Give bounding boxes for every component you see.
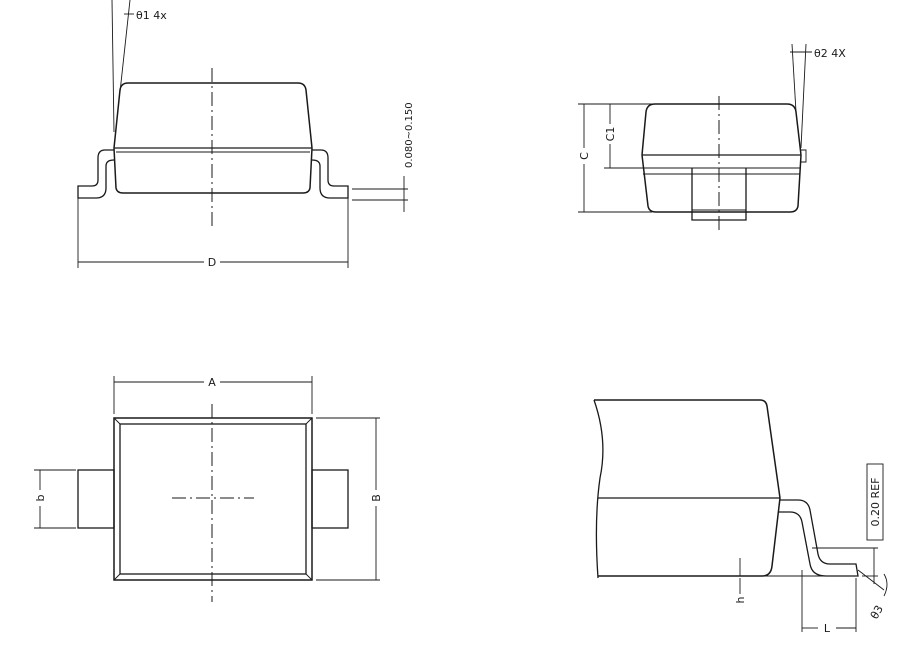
dimension-b-label: b <box>34 494 47 501</box>
dimension-D-label: D <box>208 256 216 269</box>
theta3-label: θ3 <box>868 603 886 621</box>
front-theta1-leader-a <box>111 0 115 133</box>
dimension-A-label: A <box>208 376 216 389</box>
top-view: A B b <box>34 376 383 602</box>
detail-theta3-leader <box>857 569 885 591</box>
top-right-lead <box>311 469 349 529</box>
side-body-top <box>641 103 802 156</box>
side-theta2-leader-b <box>800 43 807 149</box>
theta2-label: θ2 4X <box>814 47 846 60</box>
detail-lead <box>778 499 859 577</box>
detail-theta3-arc <box>883 573 888 597</box>
front-view: θ1 4x D 0.080~0.150 <box>77 0 415 269</box>
lead-thickness-label: 0.080~0.150 <box>404 102 415 168</box>
front-body-top <box>113 82 313 149</box>
side-right-step <box>801 149 807 163</box>
detail-view: 0.20 REF h L θ3 <box>593 399 888 635</box>
theta1-label: θ1 4x <box>136 9 167 22</box>
dimension-C-label: C <box>578 152 591 160</box>
dimension-h-label: h <box>734 596 747 603</box>
front-left-lead <box>77 149 115 199</box>
top-corner-br <box>305 573 313 581</box>
front-right-lead <box>311 149 349 199</box>
ref-dimension-label: 0.20 REF <box>869 478 882 527</box>
detail-body-lower <box>598 497 781 577</box>
top-body-outer <box>113 417 313 581</box>
side-view: θ2 4X C C1 <box>578 43 846 232</box>
top-body-inner <box>119 423 307 575</box>
top-corner-bl <box>113 573 121 581</box>
top-corner-tl <box>113 417 121 425</box>
detail-break-line <box>593 399 604 579</box>
dimension-L-label: L <box>824 622 831 635</box>
front-theta1-leader-b <box>119 0 131 93</box>
side-body-bottom <box>641 154 802 213</box>
detail-body-top <box>594 399 781 499</box>
side-theta2-leader-a <box>791 43 797 113</box>
front-body-bottom <box>113 147 313 194</box>
detail-ref-box <box>866 463 884 541</box>
dimension-B-label: B <box>370 494 383 502</box>
top-left-lead <box>77 469 115 529</box>
dimension-C1-label: C1 <box>604 127 617 142</box>
top-corner-tr <box>305 417 313 425</box>
